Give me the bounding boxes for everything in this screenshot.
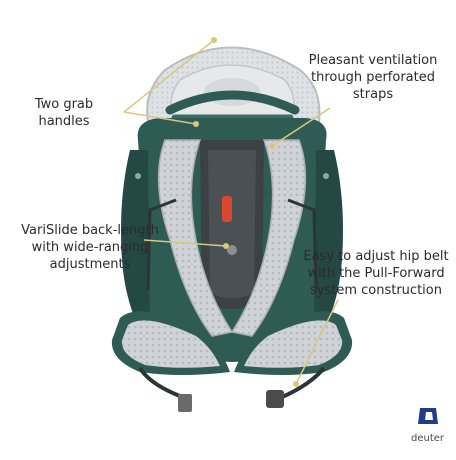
back-detail [227, 245, 237, 255]
deuter-logo-icon [418, 408, 438, 424]
left-webbing [146, 198, 177, 291]
callout-dot-grab [193, 121, 199, 127]
callout-ventilation: Pleasant ventilation through perforated … [308, 53, 438, 102]
callout-line-grab [123, 111, 197, 125]
hip-belt-mesh-right [244, 320, 343, 368]
varislide-red-marker [222, 196, 232, 222]
hip-strap-right [279, 366, 326, 400]
callout-varislide: VariSlide back-length with wide-ranging … [21, 223, 159, 272]
right-shoulder-strap [230, 139, 307, 337]
callout-line-top [123, 39, 215, 113]
callout-dot-top [211, 37, 217, 43]
callout-line-hipbelt [295, 299, 339, 385]
callout-line-ventilation [271, 107, 331, 147]
back-panel-mesh [208, 150, 256, 299]
callout-dot-varislide [223, 243, 229, 249]
callout-dot-hipbelt [293, 381, 299, 387]
buckle-left [178, 394, 192, 412]
callout-hip-belt: Easy to adjust hip belt with the Pull-Fo… [303, 249, 449, 298]
buckle-right [266, 390, 284, 408]
frame-side-left [121, 150, 150, 330]
top-handle [165, 90, 300, 115]
hip-belt-mesh-left [121, 320, 220, 368]
frame-bolt-left [135, 173, 141, 179]
callout-dot-ventilation [269, 143, 275, 149]
callout-grab-handles: Two grab handles [34, 97, 94, 129]
right-webbing [287, 198, 318, 291]
frame-side-right [314, 150, 343, 330]
frame-bolt-right [323, 173, 329, 179]
callout-line-varislide [143, 239, 227, 247]
brand-name: deuter [411, 433, 445, 444]
